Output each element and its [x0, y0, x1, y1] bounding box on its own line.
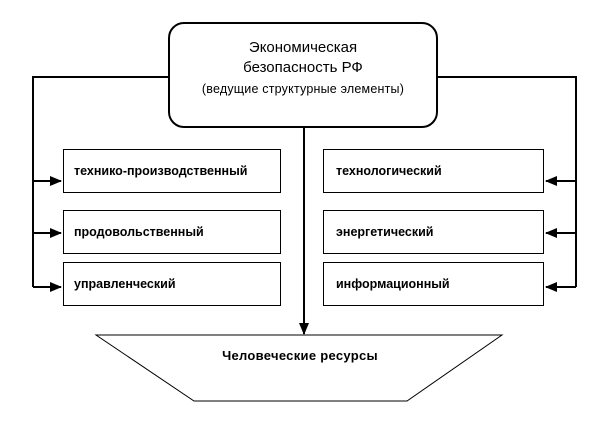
- box-technological: технологический: [323, 149, 544, 193]
- root-subtitle: (ведущие структурные элементы): [201, 82, 405, 96]
- right-connector-bus: [438, 76, 577, 292]
- left-connector-bus: [32, 76, 168, 292]
- box-food: продовольственный: [63, 210, 281, 254]
- box-energy: энергетический: [323, 210, 544, 254]
- box-managerial: управленческий: [63, 262, 281, 306]
- box-technical-production: технико-производственный: [63, 149, 281, 193]
- box-information: информационный: [323, 262, 544, 306]
- human-resources-label: Человеческие ресурсы: [222, 348, 378, 363]
- root-title: Экономическая безопасность РФ: [243, 39, 363, 76]
- root-node-economic-security: Экономическая безопасность РФ (ведущие с…: [168, 22, 438, 128]
- human-resources-trapezoid: [94, 334, 504, 402]
